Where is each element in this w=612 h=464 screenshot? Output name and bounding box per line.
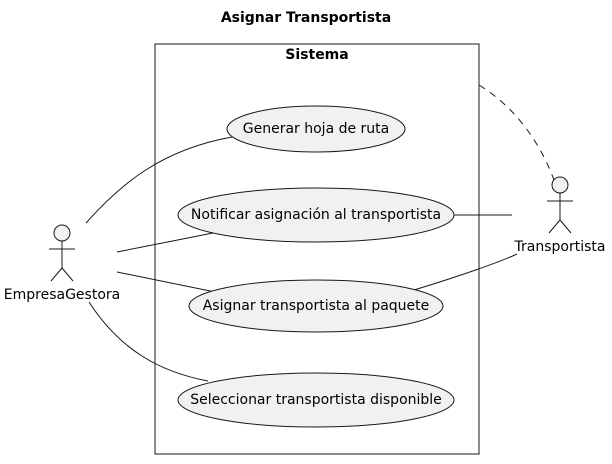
actor-transportista-figure	[547, 176, 573, 234]
usecase-generar-hoja-de-ruta: Generar hoja de ruta	[242, 121, 390, 137]
association-empresa-generar	[85, 136, 233, 224]
usecase-notificar-asignacion: Notificar asignación al transportista	[190, 207, 442, 223]
usecase-seleccionar-ellipse	[177, 372, 455, 428]
association-empresa-seleccionar	[88, 301, 209, 382]
usecase-generar-hoja-ellipse	[226, 105, 406, 153]
actor-empresagestora-figure	[49, 224, 75, 282]
association-asignar-transportista	[413, 253, 518, 291]
actor-empresagestora-label: EmpresaGestora	[3, 287, 121, 303]
usecase-asignar-ellipse	[188, 279, 444, 333]
usecase-seleccionar-transportista: Seleccionar transportista disponible	[190, 392, 442, 408]
diagram-title: Asignar Transportista	[220, 10, 392, 26]
usecase-asignar-transportista: Asignar transportista al paquete	[202, 298, 430, 314]
actor-transportista-label: Transportista	[514, 239, 606, 255]
association-empresa-notificar	[116, 232, 214, 253]
dependency-transportista-sistema	[478, 84, 555, 181]
usecase-notificar-ellipse	[177, 187, 455, 243]
system-boundary-label: Sistema	[285, 47, 349, 63]
association-empresa-asignar	[116, 271, 221, 294]
